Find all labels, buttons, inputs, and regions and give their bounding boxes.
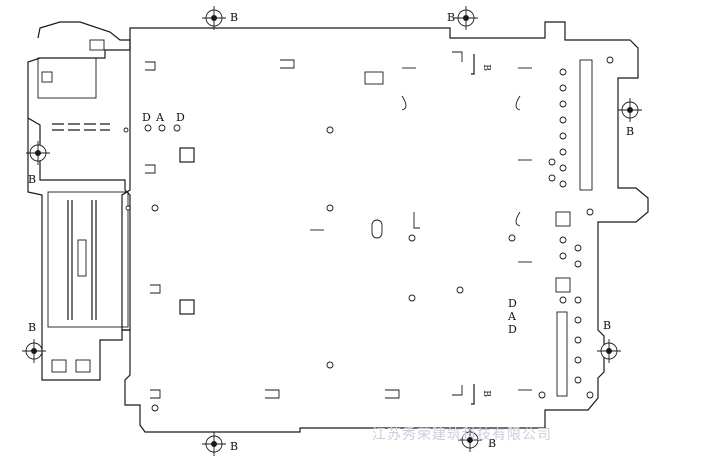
right-chip-2 bbox=[555, 277, 571, 293]
label-b-bottom-left: B bbox=[230, 440, 239, 453]
left-subboard-outline bbox=[27, 21, 131, 381]
label-a-right: A bbox=[508, 310, 516, 323]
chip-a bbox=[179, 147, 195, 163]
left-tab-1 bbox=[51, 359, 67, 373]
mount-hole-top-left bbox=[202, 6, 226, 30]
small-connector bbox=[89, 39, 105, 51]
slot-symbols bbox=[145, 51, 532, 399]
watermark-text: 江苏秀荣建筑科技有限公司 bbox=[372, 427, 552, 443]
label-b-top-left: B bbox=[230, 11, 239, 24]
mount-hole-top-right bbox=[454, 6, 478, 30]
left-shield-box bbox=[37, 57, 97, 99]
small-square bbox=[41, 71, 53, 83]
bracket-marks bbox=[471, 54, 475, 405]
mount-hole-right-upper bbox=[618, 98, 642, 122]
label-b-side-bottom: B bbox=[480, 390, 491, 397]
holes bbox=[123, 56, 614, 412]
right-chip-1 bbox=[555, 211, 571, 227]
label-b-right-upper: B bbox=[626, 125, 635, 138]
label-a-top: A bbox=[156, 111, 164, 124]
mount-hole-left-lower bbox=[22, 339, 46, 363]
left-tab-2 bbox=[75, 359, 91, 373]
mount-hole-left-upper bbox=[26, 141, 50, 165]
label-b-side-top: B bbox=[480, 64, 491, 71]
rail-slot bbox=[77, 239, 87, 277]
right-connector-strip bbox=[579, 59, 593, 191]
label-d-top-2: D bbox=[176, 111, 185, 124]
label-d-right-2: D bbox=[508, 323, 517, 336]
chip-b bbox=[179, 299, 195, 315]
label-b-left-upper: B bbox=[28, 173, 37, 186]
right-lower-strip bbox=[556, 311, 568, 397]
label-d-top-1: D bbox=[142, 111, 151, 124]
mount-hole-bottom-left bbox=[202, 432, 226, 456]
left-connector-box bbox=[47, 191, 129, 328]
hook-row bbox=[52, 123, 110, 131]
mount-hole-bottom-right bbox=[458, 428, 482, 452]
label-b-bottom-right: B bbox=[488, 437, 497, 450]
label-b-right-lower: B bbox=[603, 319, 612, 332]
mounting-holes bbox=[22, 6, 642, 456]
mount-hole-right-lower bbox=[597, 339, 621, 363]
oval-slot bbox=[371, 219, 383, 239]
center-chip bbox=[364, 71, 384, 85]
board-outline bbox=[121, 21, 649, 433]
label-d-right-1: D bbox=[508, 297, 517, 310]
label-b-top-right: B bbox=[447, 11, 456, 24]
label-b-left-lower: B bbox=[28, 321, 37, 334]
